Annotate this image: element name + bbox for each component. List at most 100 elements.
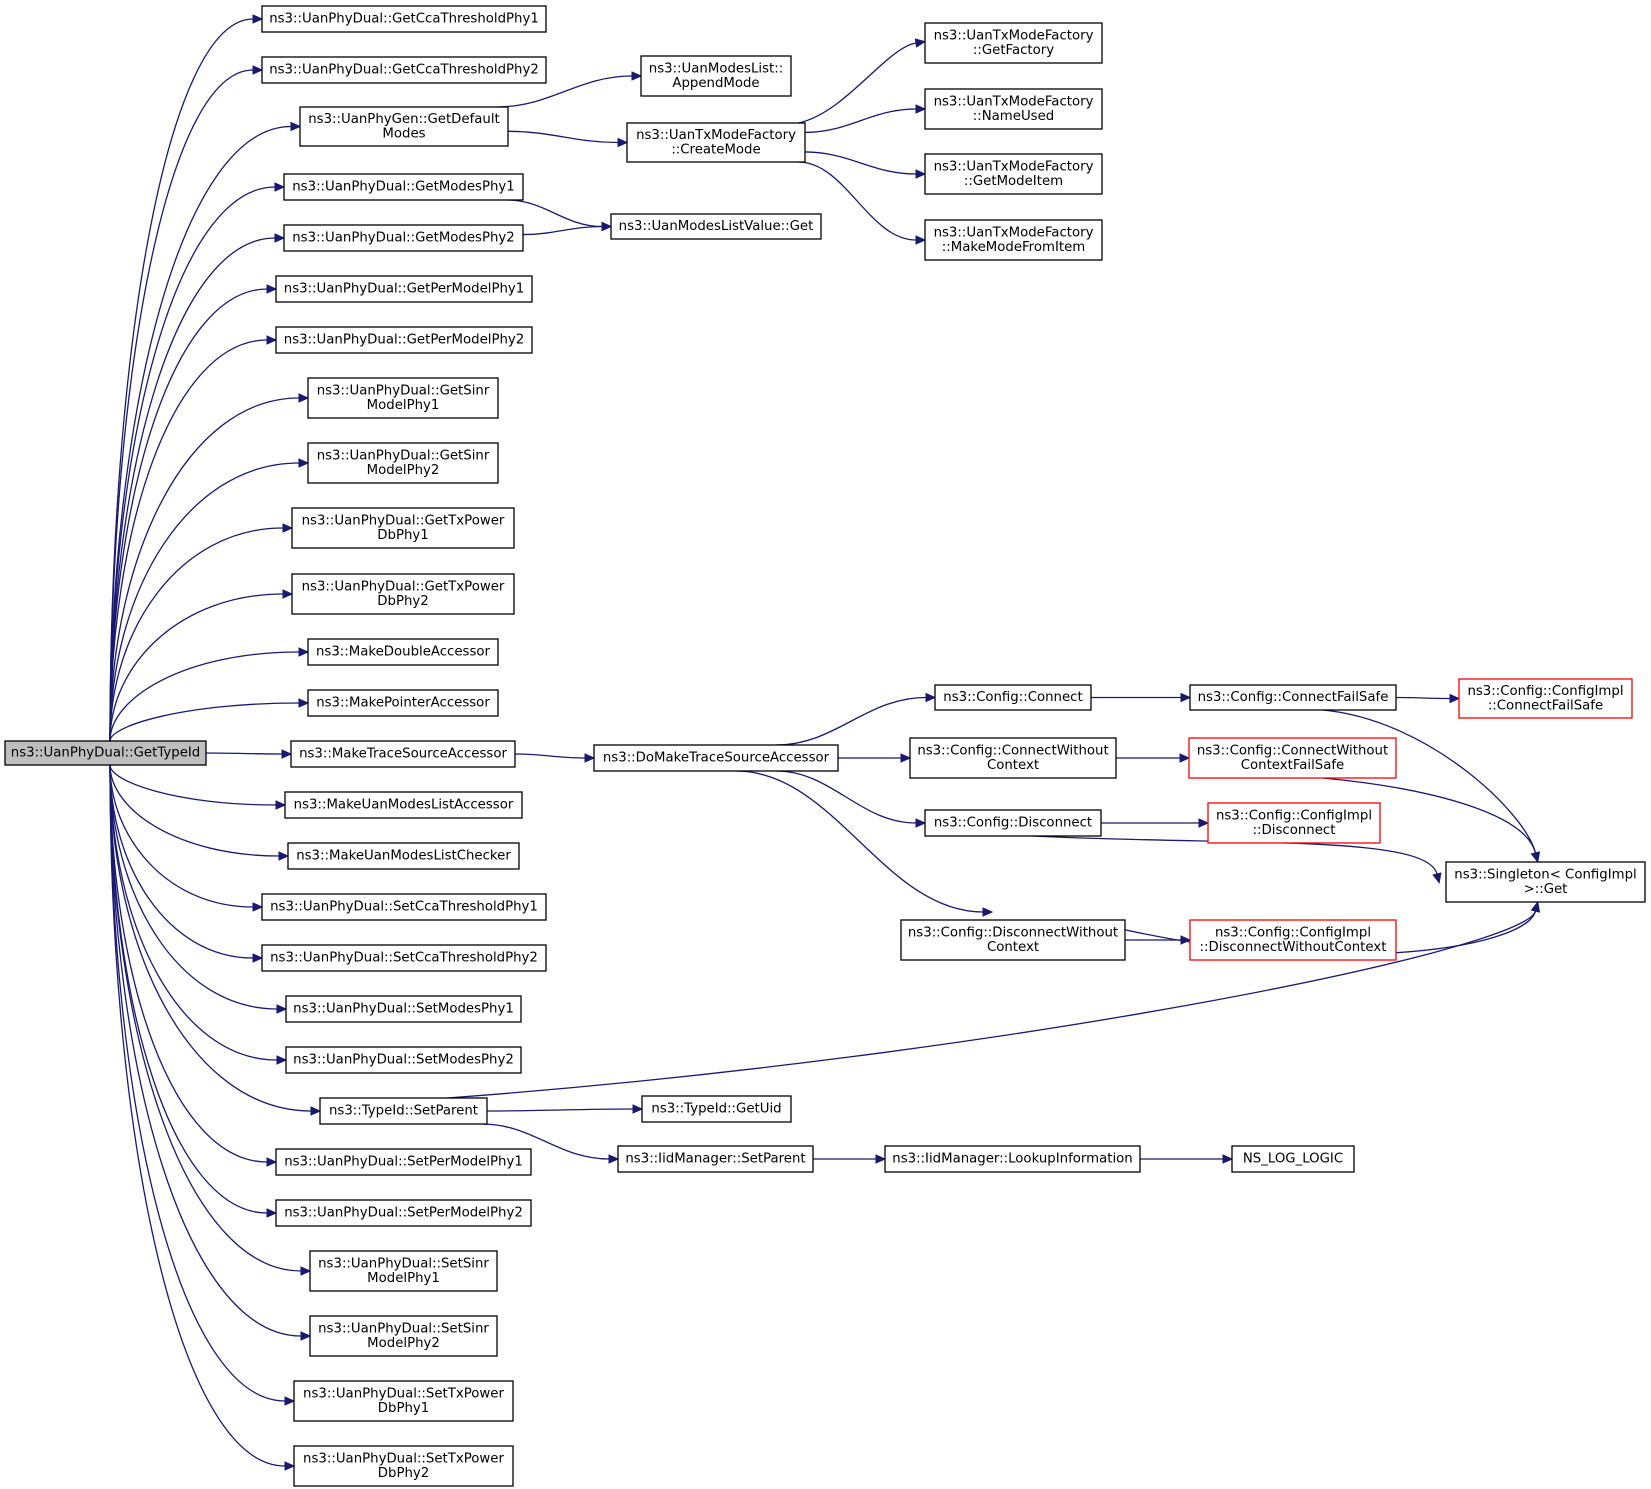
node-label: ns3::UanTxModeFactory (934, 94, 1094, 109)
graph-node[interactable]: ns3::TypeId::GetUid (641, 1095, 792, 1123)
node-box (610, 213, 822, 240)
node-box (293, 1380, 514, 1422)
node-label: DbPhy1 (378, 1401, 429, 1416)
graph-node[interactable]: ns3::UanPhyDual::GetModesPhy1 (283, 173, 524, 201)
graph-node[interactable]: ns3::UanTxModeFactory::NameUsed (924, 88, 1103, 130)
graph-node[interactable]: ns3::UanPhyDual::GetPerModelPhy1 (275, 275, 533, 303)
graph-node[interactable]: ns3::MakeDoubleAccessor (307, 638, 499, 666)
graph-node[interactable]: ns3::UanPhyDual::GetCcaThresholdPhy1 (261, 5, 547, 33)
arrowhead (925, 692, 937, 703)
edge-a4-to-c1 (775, 692, 937, 746)
graph-node[interactable]: ns3::UanPhyDual::SetModesPhy1 (285, 995, 522, 1023)
graph-node[interactable]: ns3::DoMakeTraceSourceAccessor (593, 744, 839, 772)
arrowhead (266, 284, 278, 294)
node-box (641, 1095, 792, 1123)
edge-c5-to-d5 (1140, 1154, 1234, 1164)
node-box (285, 995, 522, 1023)
edge-root-to-n14 (205, 749, 293, 759)
graph-node[interactable]: ns3::IidManager::LookupInformation (884, 1145, 1141, 1173)
node-box (293, 1445, 514, 1487)
graph-node[interactable]: ns3::Config::Disconnect (924, 809, 1102, 837)
edge-root-to-n9 (109, 458, 310, 742)
node-label: ns3::UanPhyDual::GetTypeId (11, 746, 200, 761)
graph-node[interactable]: ns3::Config::ConnectFailSafe (1189, 684, 1397, 711)
graph-node[interactable]: ns3::Config::Connect (934, 684, 1092, 711)
graph-node[interactable]: ns3::MakePointerAccessor (307, 689, 499, 717)
edge-root-to-n24 (109, 764, 312, 1276)
arrowhead (252, 902, 264, 912)
graph-node[interactable]: ns3::MakeUanModesListChecker (287, 842, 520, 870)
arrowhead (266, 335, 278, 345)
graph-node[interactable]: ns3::UanPhyDual::GetModesPhy2 (283, 224, 524, 252)
graph-node[interactable]: ns3::UanModesListValue::Get (610, 213, 822, 240)
edges-layer (109, 14, 1541, 1471)
node-box (1188, 737, 1397, 779)
edge-root-to-n19 (109, 764, 288, 1014)
graph-node[interactable]: ns3::TypeId::SetParent (319, 1097, 488, 1125)
graph-node[interactable]: NS_LOG_LOGIC (1231, 1145, 1355, 1173)
node-box (924, 22, 1103, 64)
graph-node[interactable]: ns3::Config::ConfigImpl::Disconnect (1207, 802, 1381, 844)
edge-c2-to-d2 (1115, 753, 1191, 763)
arrowhead (1222, 1154, 1234, 1164)
node-label: ns3::UanTxModeFactory (934, 159, 1094, 174)
node-box (924, 153, 1103, 195)
graph-node[interactable]: ns3::UanPhyDual::SetPerModelPhy2 (275, 1199, 532, 1227)
arrowhead (915, 818, 927, 828)
edge-a2-to-b4 (798, 161, 927, 245)
arrowhead (632, 1104, 644, 1114)
graph-node[interactable]: ns3::UanTxModeFactory::GetModeItem (924, 153, 1103, 195)
node-box (884, 1145, 1141, 1173)
node-box (275, 1199, 532, 1227)
edge-root-to-n12 (109, 647, 310, 742)
graph-node[interactable]: ns3::Config::ConfigImpl::DisconnectWitho… (1189, 919, 1397, 961)
graph-node[interactable]: ns3::UanModesList::AppendMode (640, 55, 792, 97)
arrowhead (1530, 901, 1541, 913)
graph-node[interactable]: ns3::UanPhyDual::SetModesPhy2 (285, 1046, 522, 1074)
graph-node[interactable]: ns3::Singleton< ConfigImpl >::Get (1445, 861, 1646, 903)
arrowhead (298, 393, 310, 403)
arrowhead (1198, 818, 1210, 828)
node-box (261, 5, 547, 33)
graph-node[interactable]: ns3::UanPhyDual::SetCcaThresholdPhy1 (261, 893, 547, 921)
node-label: ns3::MakeTraceSourceAccessor (299, 747, 507, 762)
arrowhead (276, 1055, 288, 1065)
graph-node[interactable]: ns3::UanPhyDual::SetPerModelPhy1 (275, 1148, 532, 1176)
graph-node[interactable]: ns3::UanTxModeFactory::MakeModeFromItem (924, 219, 1103, 261)
edge-root-to-n11 (109, 589, 294, 742)
graph-node[interactable]: ns3::Config::ConnectWithoutContextFailSa… (1188, 737, 1397, 779)
graph-node[interactable]: ns3::UanTxModeFactory::GetFactory (924, 22, 1103, 64)
nodes-layer: ns3::UanPhyDual::GetTypeIdns3::UanPhyDua… (4, 5, 1646, 1487)
graph-node[interactable]: ns3::UanPhyDual::GetPerModelPhy2 (275, 326, 533, 354)
arrowhead (617, 137, 629, 148)
arrowhead (310, 1106, 322, 1116)
edge-a4-to-c2 (837, 753, 912, 763)
graph-node[interactable]: ns3::MakeUanModesListAccessor (284, 791, 523, 819)
node-label: ns3::MakePointerAccessor (316, 696, 490, 711)
node-label: ModelPhy2 (367, 1336, 440, 1351)
arrowhead (1179, 753, 1191, 763)
graph-node[interactable]: ns3::UanPhyDual::GetCcaThresholdPhy2 (261, 56, 547, 84)
graph-node[interactable]: ns3::UanTxModeFactory::CreateMode (626, 122, 806, 163)
node-box (275, 275, 533, 303)
graph-node[interactable]: ns3::UanPhyDual::SetCcaThresholdPhy2 (261, 944, 547, 972)
graph-node[interactable]: ns3::IidManager::SetParent (617, 1145, 814, 1173)
arrowhead (290, 121, 302, 132)
graph-node[interactable]: ns3::MakeTraceSourceAccessor (290, 740, 516, 768)
graph-node[interactable]: ns3::Config::DisconnectWithoutContext (900, 919, 1126, 961)
edge-root-to-n3 (109, 121, 302, 742)
arrowhead (601, 221, 613, 232)
edge-a2-to-b1 (798, 38, 927, 124)
node-box (291, 507, 515, 549)
graph-node[interactable]: ns3::Config::ConfigImpl::ConnectFailSafe (1458, 678, 1633, 719)
